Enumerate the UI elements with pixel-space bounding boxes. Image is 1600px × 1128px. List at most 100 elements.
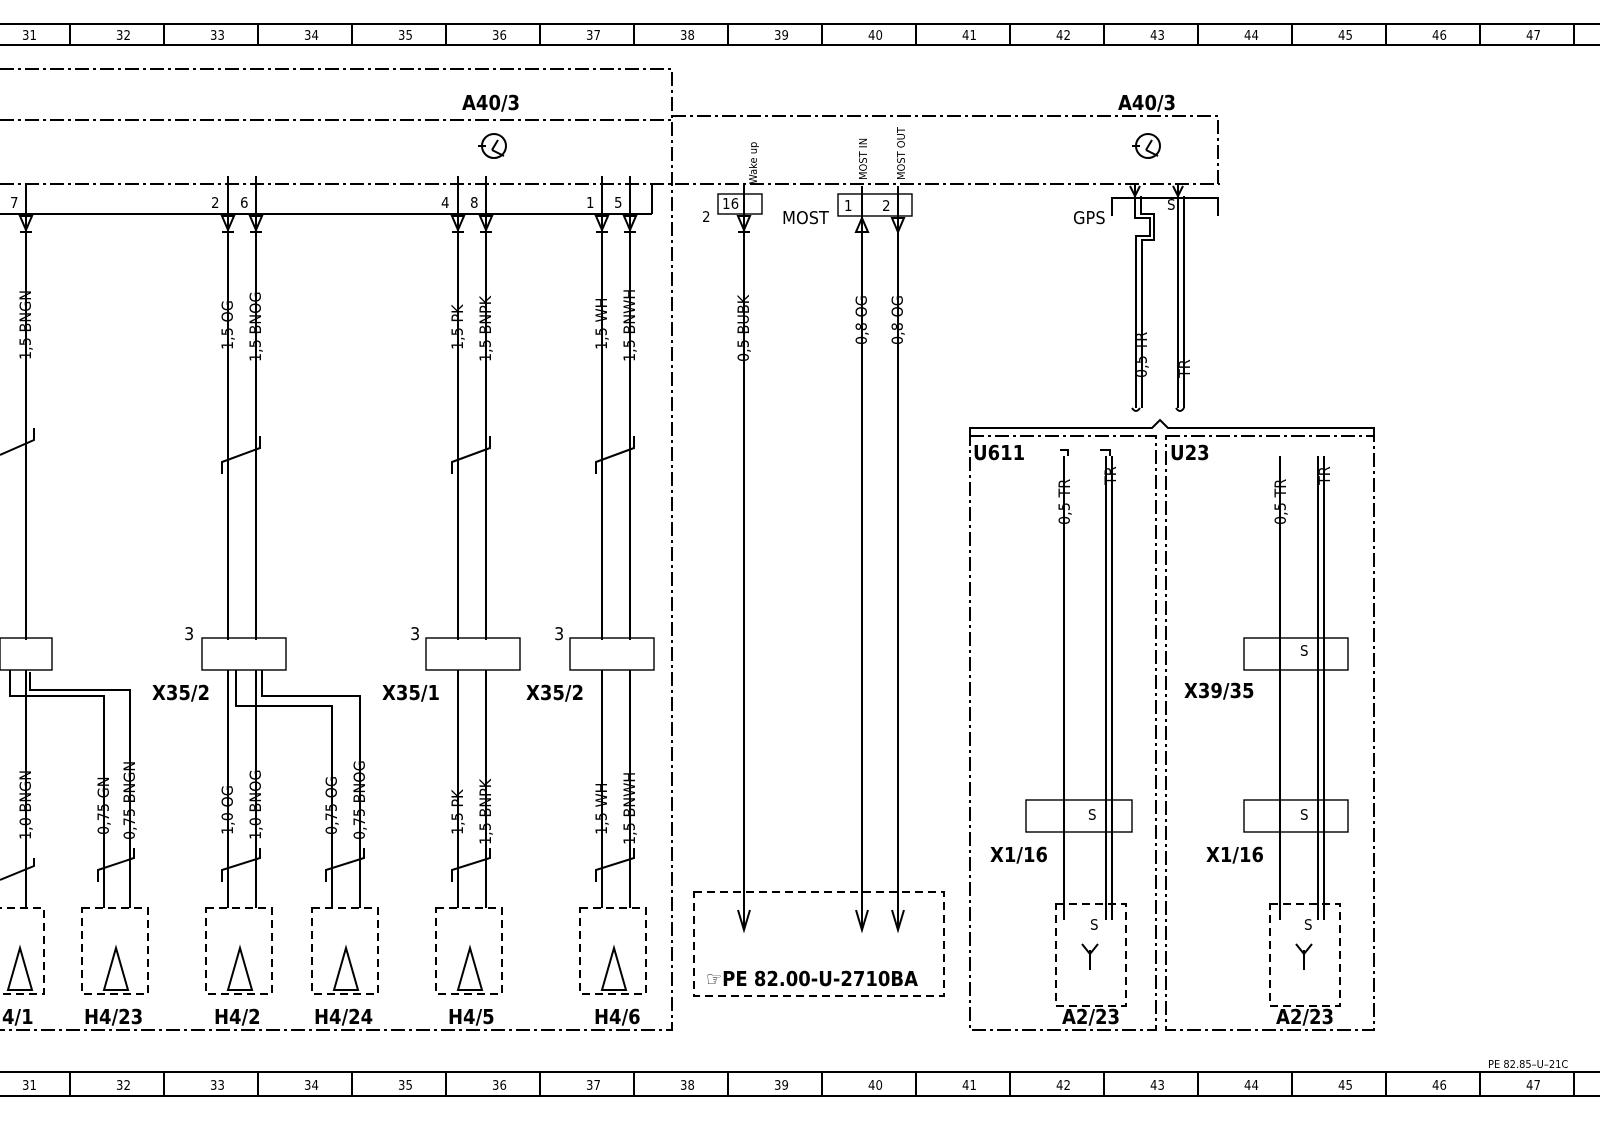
- wire-u23-tr-s: TR: [1315, 466, 1334, 486]
- most-label: MOST: [782, 208, 829, 229]
- svg-text:S: S: [1300, 806, 1309, 824]
- h4-2-label: H4/2: [214, 1005, 261, 1029]
- svg-text:7: 7: [10, 194, 19, 212]
- top-ruler-column-label: 44: [1244, 29, 1259, 44]
- wire-bnog-top: 1,5 BNOG: [246, 291, 265, 362]
- wire-bngn-bot: 1,0 BNGN: [16, 770, 35, 840]
- wire-pk-bot: 1,5 PK: [448, 789, 467, 835]
- bottom-ruler-column-label: 43: [1150, 1079, 1165, 1094]
- connector-x35-2-left: 3 X35/2: [152, 624, 287, 705]
- speaker-h4-24: H4/24: [311, 907, 379, 1029]
- u611-label: U611: [973, 441, 1025, 465]
- x35-2-b-label: X35/2: [526, 681, 584, 705]
- wire-wh-top: 1,5 WH: [592, 297, 611, 350]
- top-ruler-column-label: 37: [586, 29, 601, 44]
- x1-16-b-label: X1/16: [1206, 843, 1264, 867]
- wake-up-line: 2 16 Wake up 0,5 BUBK: [702, 142, 763, 934]
- bottom-ruler-column-label: 47: [1526, 1079, 1541, 1094]
- wire-bnwh-bot: 1,5 BNWH: [620, 772, 639, 845]
- connector-x35-1: 3 X35/1: [382, 624, 521, 705]
- connector-x35-2-right: 3 X35/2: [526, 624, 655, 705]
- x35-2-a-label: X35/2: [152, 681, 210, 705]
- svg-text:2: 2: [211, 194, 220, 212]
- amp-symbol-left: [478, 133, 507, 159]
- h4-24-label: H4/24: [314, 1005, 373, 1029]
- channel-pk: 4 8 1,5 PK 1,5 BNPK: [441, 176, 495, 640]
- svg-text:2: 2: [882, 197, 891, 215]
- svg-text:S: S: [1088, 806, 1097, 824]
- h4-1-label: 4/1: [2, 1005, 34, 1029]
- a2-23-a-label: A2/23: [1062, 1005, 1120, 1029]
- page-reference: ☞PE 82.00-U-2710BA: [693, 891, 945, 997]
- top-ruler-column-label: 47: [1526, 29, 1541, 44]
- gps-label: GPS: [1073, 208, 1106, 229]
- bottom-ruler-column-label: 40: [868, 1079, 883, 1094]
- u23-box: U23 0,5 TR TR S X39/35 S X1/16 S A2/23: [1165, 435, 1375, 1031]
- svg-text:S: S: [1304, 916, 1313, 934]
- bottom-ruler-column-label: 35: [398, 1079, 413, 1094]
- a2-23-b-label: A2/23: [1276, 1005, 1334, 1029]
- wire-bnwh-top: 1,5 BNWH: [620, 289, 639, 362]
- svg-text:2: 2: [702, 208, 711, 226]
- svg-text:6: 6: [240, 194, 249, 212]
- svg-text:S: S: [1300, 642, 1309, 660]
- h4-23-label: H4/23: [84, 1005, 143, 1029]
- svg-text:8: 8: [470, 194, 479, 212]
- wire-wh-bot: 1,5 WH: [592, 782, 611, 835]
- top-ruler-column-label: 33: [210, 29, 225, 44]
- wire-bubk: 0,5 BUBK: [734, 294, 753, 362]
- h4-5-label: H4/5: [448, 1005, 495, 1029]
- x1-16-a-label: X1/16: [990, 843, 1048, 867]
- svg-text:5: 5: [614, 194, 623, 212]
- bottom-ruler-column-label: 45: [1338, 1079, 1353, 1094]
- svg-text:S: S: [1167, 196, 1176, 214]
- most-in-label: MOST IN: [857, 138, 870, 180]
- amp-symbol-right: [1132, 133, 1161, 159]
- svg-text:3: 3: [554, 624, 564, 645]
- wake-up-label: Wake up: [747, 142, 760, 184]
- top-ruler-column-label: 42: [1056, 29, 1071, 44]
- wire-bnpk-top: 1,5 BNPK: [476, 295, 495, 362]
- bottom-ruler-column-label: 39: [774, 1079, 789, 1094]
- brace: [969, 418, 1375, 440]
- bottom-ruler-column-label: 34: [304, 1079, 319, 1094]
- wire-og-in: 0,8 OG: [852, 295, 871, 345]
- bottom-ruler-column-label: 33: [210, 1079, 225, 1094]
- h4-6-label: H4/6: [594, 1005, 641, 1029]
- bottom-ruler-column-label: 36: [492, 1079, 507, 1094]
- wire-og-out: 0,8 OG: [888, 295, 907, 345]
- wire-bnog-bot: 1,0 BNOG: [246, 769, 265, 840]
- bottom-ruler-column-label: 37: [586, 1079, 601, 1094]
- wire-og-bot: 1,0 OG: [218, 785, 237, 835]
- a40-left-frame: [0, 68, 673, 1031]
- a40-right-frame: [672, 115, 1219, 184]
- top-ruler-column-label: 38: [680, 29, 695, 44]
- u23-label: U23: [1170, 441, 1210, 465]
- speaker-h4-23: H4/23: [81, 907, 149, 1029]
- most-bus: MOST 1 2 MOST IN MOST OUT 0,8 OG 0,8 OG: [782, 126, 913, 934]
- svg-text:3: 3: [410, 624, 420, 645]
- x35-1-label: X35/1: [382, 681, 440, 705]
- top-ruler-column-label: 45: [1338, 29, 1353, 44]
- bottom-ruler-column-label: 38: [680, 1079, 695, 1094]
- wire-og-075: 0,75 OG: [322, 776, 341, 835]
- svg-text:S: S: [1090, 916, 1099, 934]
- wire-u23-tr: 0,5 TR: [1271, 479, 1290, 525]
- bottom-ruler-column-label: 46: [1432, 1079, 1447, 1094]
- top-ruler-column-label: 34: [304, 29, 319, 44]
- speaker-h4-5: H4/5: [435, 907, 503, 1029]
- a40-right-label: A40/3: [1118, 91, 1176, 115]
- wire-u611-tr-s: TR: [1101, 466, 1120, 486]
- connector-x35-leftmost: [0, 637, 53, 671]
- page-ref-label: ☞PE 82.00-U-2710BA: [706, 967, 918, 991]
- lower-wires: 1,0 BNGN 0,75 GN 0,75 BNGN 1,0 OG 1,0 BN…: [0, 670, 639, 908]
- top-ruler-column-label: 46: [1432, 29, 1447, 44]
- gps-connector: GPS S 0,5 TR TR: [1073, 184, 1219, 412]
- wire-bnog-075: 0,75 BNOG: [350, 760, 369, 840]
- speaker-h4-2: H4/2: [205, 907, 273, 1029]
- bottom-ruler-column-label: 32: [116, 1079, 131, 1094]
- wire-u611-tr: 0,5 TR: [1055, 479, 1074, 525]
- speaker-h4-6: H4/6: [579, 907, 647, 1029]
